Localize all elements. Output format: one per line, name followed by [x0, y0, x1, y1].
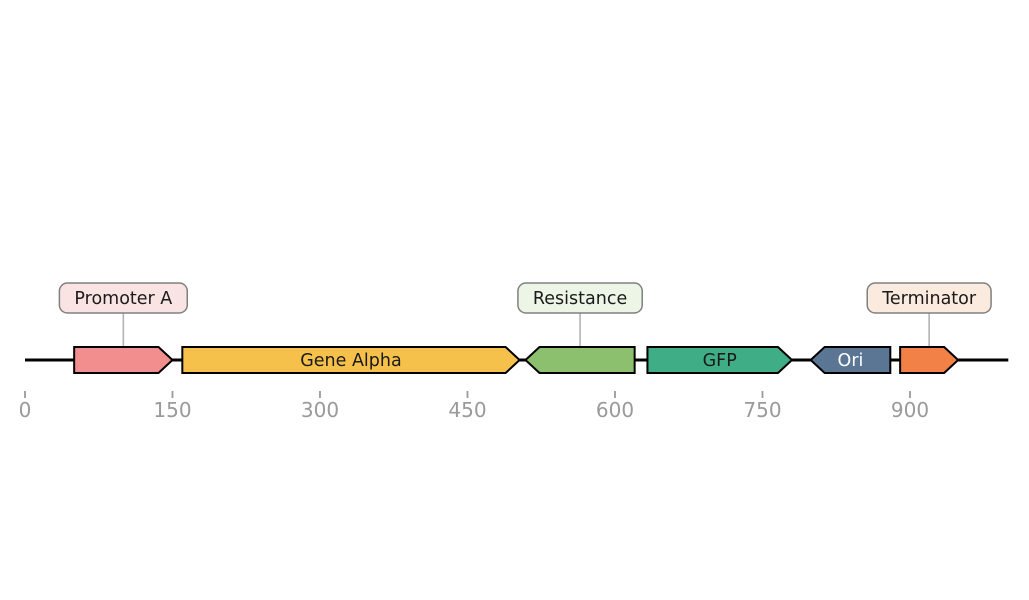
feature-arrow-resistance [524, 346, 636, 374]
feature-arrow-gene-alpha [181, 346, 522, 374]
callout-label-promoter-a: Promoter A [74, 289, 172, 309]
feature-arrow-ori [809, 346, 892, 374]
axis-tick-label: 450 [448, 398, 486, 422]
axis-tick-label: 600 [596, 398, 634, 422]
feature-label-gfp: GFP [703, 351, 737, 371]
axis-tick-label: 900 [891, 398, 929, 422]
callout-label-resistance: Resistance [533, 289, 627, 309]
callout-box-terminator [866, 282, 992, 314]
axis-tick-label: 300 [301, 398, 339, 422]
feature-label-gene-alpha: Gene Alpha [300, 351, 402, 371]
axis-tick-label: 750 [743, 398, 781, 422]
feature-arrow-gfp [646, 346, 794, 374]
feature-arrow-promoter-a [73, 346, 174, 374]
feature-label-ori: Ori [838, 351, 864, 371]
callout-label-terminator: Terminator [881, 289, 977, 309]
callout-box-resistance [517, 282, 643, 314]
callout-box-promoter-a [58, 282, 189, 314]
feature-arrow-terminator [899, 346, 960, 374]
axis-tick-label: 0 [19, 398, 32, 422]
axis-tick-label: 150 [153, 398, 191, 422]
